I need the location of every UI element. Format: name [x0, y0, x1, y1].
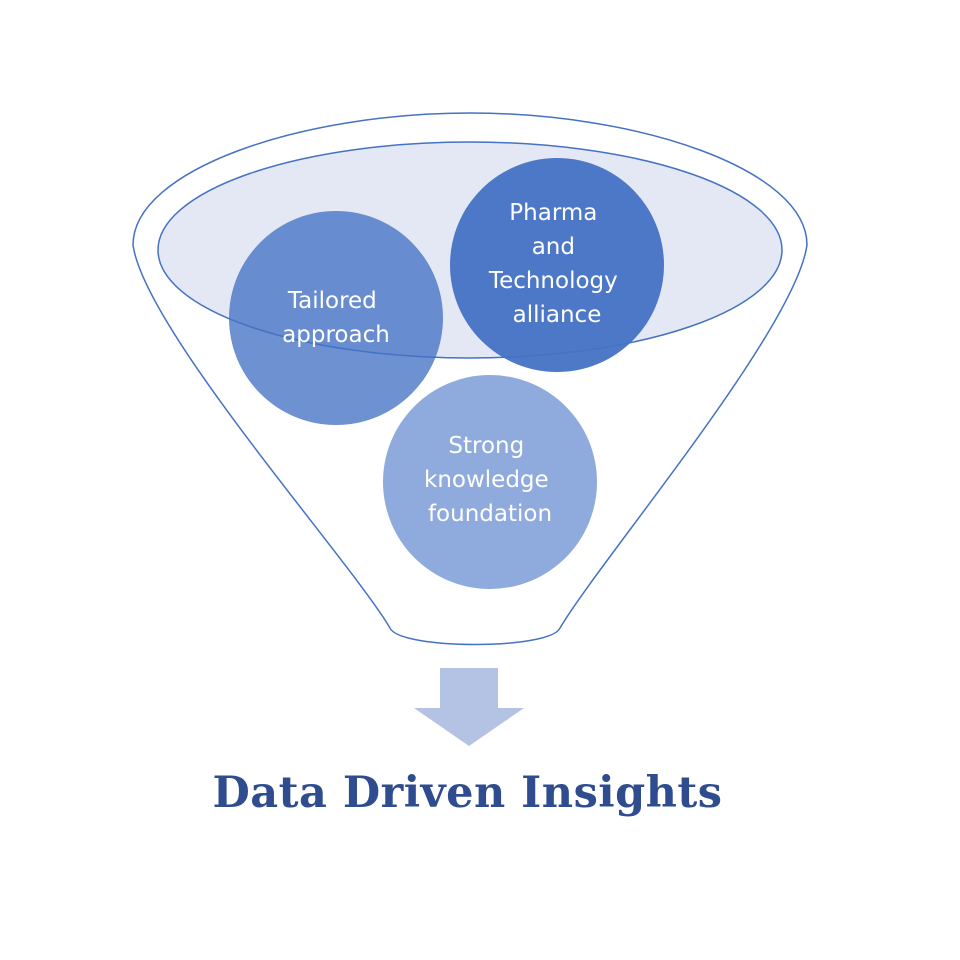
down-arrow-icon — [414, 668, 524, 746]
result-title: Data Driven Insights — [212, 768, 723, 818]
circle-pharma-label: Pharma and Technology alliance — [488, 200, 625, 328]
circle-pharma-shape — [450, 158, 664, 372]
circle-tailored-shape — [229, 211, 443, 425]
circle-knowledge-shape — [383, 375, 597, 589]
circle-knowledge-label: Strong knowledge foundation — [424, 433, 556, 527]
circle-tailored: Tailored approach — [229, 211, 443, 425]
circle-knowledge: Strong knowledge foundation — [383, 375, 597, 589]
circle-tailored-label: Tailored approach — [282, 288, 390, 348]
circle-pharma: Pharma and Technology alliance — [450, 158, 664, 372]
